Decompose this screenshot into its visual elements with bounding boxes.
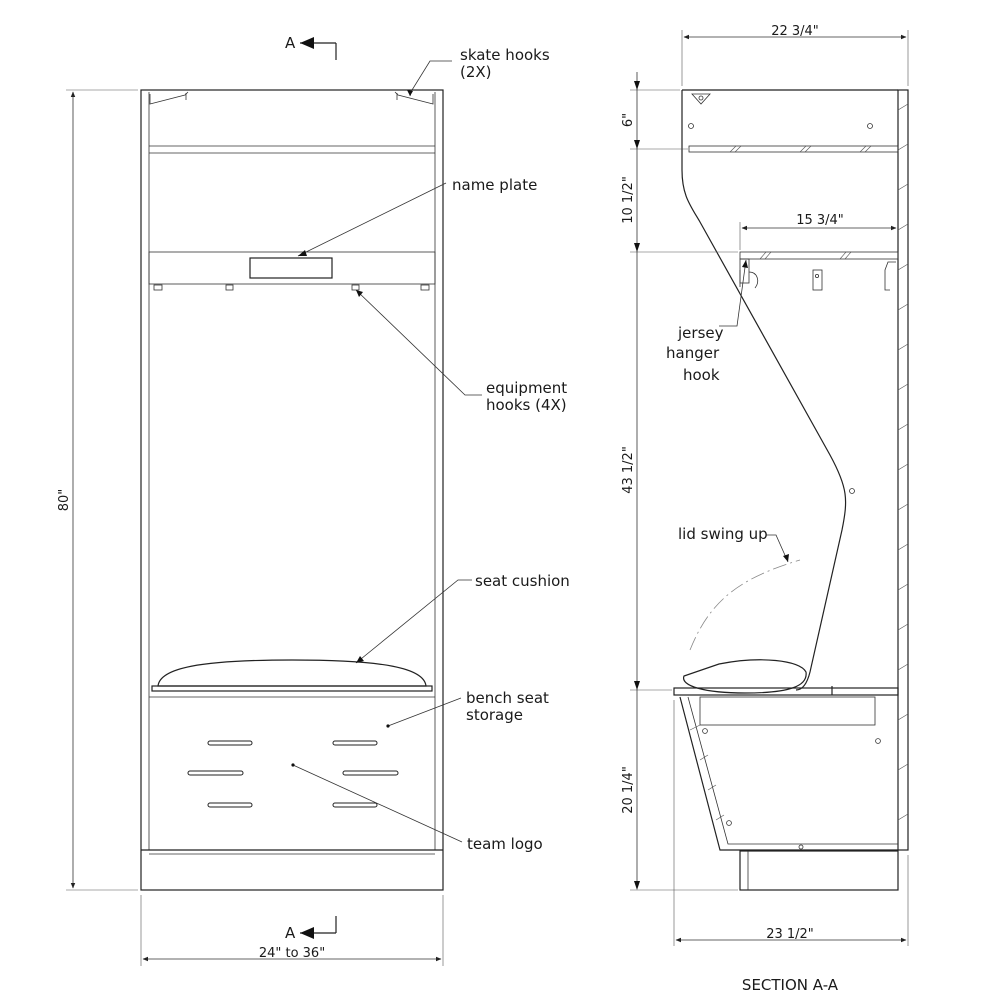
height-dimension: 80": [57, 89, 138, 891]
bench-seat-label: bench seat: [466, 689, 549, 707]
section-marker-bottom: A: [285, 916, 337, 942]
name-plate: [249, 257, 333, 279]
section-marker-top: A: [285, 34, 337, 60]
equipment-hooks-label: equipment: [486, 379, 567, 397]
skate-hook-right: [394, 91, 434, 105]
skate-hooks-count: (2X): [460, 63, 492, 81]
jersey-label-3: hook: [683, 366, 720, 384]
middle-gap-label: 43 1/2": [621, 446, 636, 494]
bench-seat-label-2: storage: [466, 706, 523, 724]
section-marker-letter-bottom: A: [285, 924, 296, 942]
jersey-label-2: hanger: [666, 344, 720, 362]
top-shelf: [688, 145, 899, 153]
name-plate-band: [148, 251, 436, 285]
seat-cushion: [157, 659, 427, 687]
jersey-hanger-hook: [739, 258, 759, 289]
team-logo-label: team logo: [467, 835, 543, 853]
section-dimensions: 22 3/4" 15 3/4" 6" 10 1/2" 43 1/2" 20 1/…: [621, 24, 909, 946]
cabinet-outline: [140, 89, 444, 891]
top-bracket: [691, 93, 711, 105]
jersey-label-1: jersey: [677, 324, 724, 342]
front-callouts: [291, 60, 482, 843]
section-title: SECTION A-A: [742, 976, 839, 994]
equipment-hooks-label-2: hooks (4X): [486, 396, 567, 414]
top-depth-label: 22 3/4": [771, 24, 819, 39]
skate-hooks-label: skate hooks: [460, 46, 550, 64]
back-wall-hatch: [897, 103, 909, 821]
bottom-depth-label: 23 1/2": [766, 927, 814, 942]
equipment-hook: [225, 284, 234, 291]
width-dimension: 24" to 36": [140, 895, 444, 966]
bench-inner-tray: [699, 696, 876, 726]
upper-gap-label: 10 1/2": [621, 176, 636, 224]
middle-shelf: [739, 251, 899, 260]
skate-hook-left: [149, 91, 189, 105]
top-gap-label: 6": [621, 113, 636, 127]
equipment-hook: [351, 284, 360, 291]
side-panel-profile: [681, 90, 847, 691]
equipment-hook-side: [812, 269, 823, 291]
bench-lid: [673, 687, 899, 696]
seat-cushion-label: seat cushion: [475, 572, 570, 590]
name-plate-label: name plate: [452, 176, 537, 194]
equipment-hook-side-2: [884, 261, 896, 291]
lid-swing-label: lid swing up: [678, 525, 768, 543]
shelf-depth-label: 15 3/4": [796, 213, 844, 228]
bench-box: [679, 696, 898, 851]
section-view: 22 3/4" 15 3/4" 6" 10 1/2" 43 1/2" 20 1/…: [621, 24, 909, 994]
lid-swing-arc: [689, 559, 801, 651]
section-marker-letter: A: [285, 34, 296, 52]
bench-vents: [187, 740, 399, 808]
height-80-label: 80": [57, 489, 72, 512]
equipment-hook: [153, 284, 163, 291]
section-base: [739, 850, 899, 891]
back-wall: [897, 89, 909, 851]
equipment-hook: [420, 284, 430, 291]
bench-height-label: 20 1/4": [621, 766, 636, 814]
front-view: A: [57, 34, 570, 966]
bench-seat-top: [151, 685, 433, 692]
width-label: 24" to 36": [259, 946, 325, 961]
